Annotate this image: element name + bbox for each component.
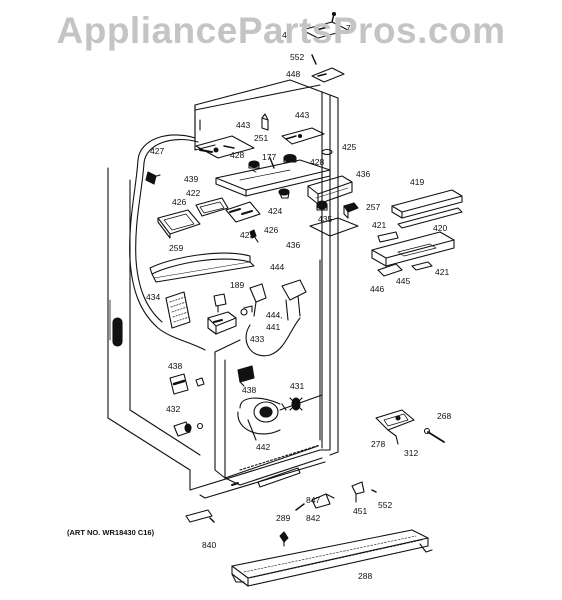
callout-288: 288	[358, 571, 372, 581]
fitting-189	[213, 293, 227, 313]
callout-312: 312	[404, 448, 418, 458]
callout-552: 552	[290, 52, 304, 62]
callout-257: 257	[366, 202, 380, 212]
thermostat-424	[278, 188, 290, 199]
callout-289: 289	[276, 513, 290, 523]
callout-421: 421	[435, 267, 449, 277]
clip-840	[185, 509, 215, 523]
callout-444: 444	[270, 262, 284, 272]
callout-436: 436	[286, 240, 300, 250]
callout-78: 78	[346, 23, 356, 33]
callout-438: 438	[168, 361, 182, 371]
socket-432	[173, 421, 204, 437]
callout-451: 451	[353, 506, 367, 516]
callout-443: 443	[236, 120, 250, 130]
callout-840: 840	[202, 540, 216, 550]
control-housing-left	[195, 135, 255, 159]
switch-257	[343, 202, 359, 219]
callout-442: 442	[256, 442, 270, 452]
callout-426: 426	[264, 225, 278, 235]
callout-44: 44	[282, 30, 292, 40]
callout-189: 189	[230, 280, 244, 290]
fan-motor	[237, 397, 287, 441]
callout-278: 278	[371, 439, 385, 449]
callout-268: 268	[437, 411, 451, 421]
callout-448: 448	[286, 69, 300, 79]
callout-446: 446	[370, 284, 384, 294]
callout-436: 436	[356, 169, 370, 179]
callout-842: 842	[306, 513, 320, 523]
switch-438-left	[169, 373, 205, 395]
callout-421: 421	[372, 220, 386, 230]
callout-847: 847	[306, 495, 320, 505]
screw-289	[279, 531, 289, 547]
wiring-harness	[129, 134, 301, 357]
switch-housing	[207, 311, 237, 335]
control-module	[307, 175, 353, 205]
callout-439: 439	[184, 174, 198, 184]
control-panel	[215, 159, 331, 197]
callout-443: 443	[295, 110, 309, 120]
callout-420: 420	[433, 223, 447, 233]
toe-grille	[231, 529, 433, 587]
callout-259: 259	[169, 243, 183, 253]
switch-435	[316, 200, 328, 211]
upper-hinge	[301, 11, 349, 83]
callout-444: 444,	[266, 310, 283, 320]
callout-424: 424	[268, 206, 282, 216]
callout-428: 428	[310, 157, 324, 167]
screw-552-upper	[311, 54, 317, 65]
callout-552: 552	[378, 500, 392, 510]
callout-438: 438	[242, 385, 256, 395]
switch-438-right	[237, 365, 255, 387]
o-ring-425	[321, 148, 333, 156]
callout-431: 431	[290, 381, 304, 391]
callout-251: 251	[254, 133, 268, 143]
door-cam	[295, 493, 335, 511]
callout-434: 434	[146, 292, 160, 302]
callout-435: 435	[318, 214, 332, 224]
cabinet-liner	[107, 79, 339, 499]
hinge-bracket-451	[351, 481, 377, 503]
callout-177: 177	[262, 152, 276, 162]
callout-426: 426	[172, 197, 186, 207]
callout-428: 428	[230, 150, 244, 160]
air-diffusers	[157, 197, 261, 239]
callout-423: 423	[240, 230, 254, 240]
cover-plate	[309, 217, 359, 237]
lower-hinge	[375, 409, 445, 445]
callout-427: 427	[150, 146, 164, 156]
damper-assembly	[243, 279, 307, 321]
callout-419: 419	[410, 177, 424, 187]
callout-433: 433	[250, 334, 264, 344]
lamp-socket	[249, 229, 259, 243]
callout-445: 445	[396, 276, 410, 286]
callout-432: 432	[166, 404, 180, 414]
air-duct-grille	[165, 291, 191, 329]
callout-425: 425	[342, 142, 356, 152]
shelf-brackets	[371, 189, 463, 277]
callout-422: 422	[186, 188, 200, 198]
fan-blade	[289, 397, 303, 411]
grommet-441	[240, 308, 248, 316]
screw-177	[269, 157, 275, 169]
callout-441: 441	[266, 322, 280, 332]
light-shield	[149, 252, 255, 283]
thermostat-knob	[261, 113, 269, 131]
art-number: (ART NO. WR18430 C16)	[67, 528, 155, 537]
control-housing-right	[281, 127, 325, 145]
